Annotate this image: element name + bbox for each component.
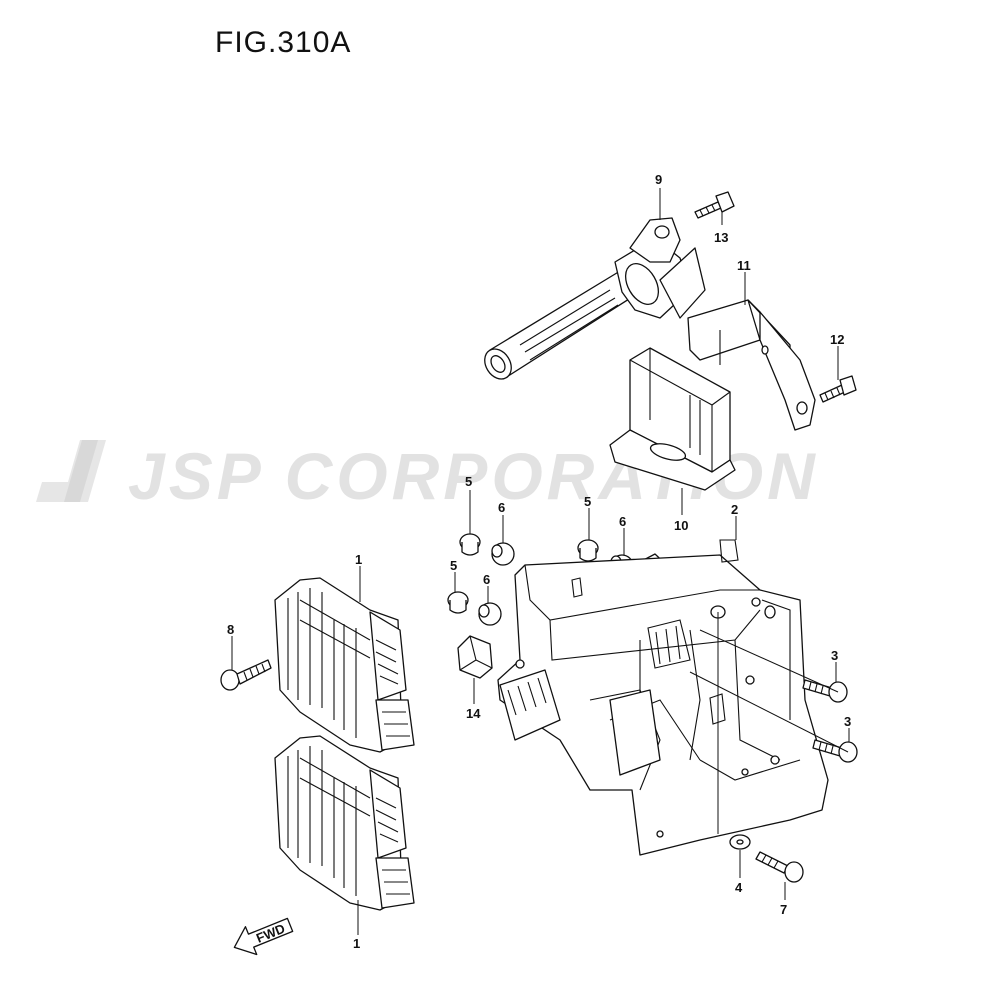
callout-14: 14 bbox=[466, 706, 481, 721]
ignition-coil-part[interactable] bbox=[479, 217, 706, 384]
callout-5-b: 5 bbox=[584, 494, 591, 509]
callout-6-c: 6 bbox=[483, 572, 490, 587]
callout-7: 7 bbox=[780, 902, 787, 917]
collar-part-5b[interactable] bbox=[577, 539, 599, 562]
washer-part-4[interactable] bbox=[729, 834, 751, 850]
figure-title: FIG.310A bbox=[215, 26, 352, 59]
callout-2: 2 bbox=[731, 502, 738, 517]
bolt-part-3a[interactable] bbox=[802, 679, 848, 703]
callout-4: 4 bbox=[735, 880, 743, 895]
callout-1-upper: 1 bbox=[355, 552, 362, 567]
bolt-part-13[interactable] bbox=[694, 191, 735, 219]
fwd-arrow: FWD bbox=[233, 917, 294, 956]
clamp-part-14[interactable] bbox=[457, 635, 493, 679]
callout-8: 8 bbox=[227, 622, 234, 637]
grommet-part-6c[interactable] bbox=[478, 602, 502, 626]
callout-10: 10 bbox=[674, 518, 688, 533]
leader-lines bbox=[231, 188, 850, 935]
callout-6-a: 6 bbox=[498, 500, 505, 515]
callout-11: 11 bbox=[737, 258, 751, 273]
collar-part-5c[interactable] bbox=[447, 591, 469, 614]
bolt-part-7[interactable] bbox=[755, 851, 804, 883]
collar-part-5a[interactable] bbox=[459, 533, 481, 556]
callout-12: 12 bbox=[830, 332, 844, 347]
bolt-part-8[interactable] bbox=[220, 659, 272, 691]
regulator-part-1-lower[interactable] bbox=[274, 735, 415, 911]
coil-cover-part[interactable] bbox=[609, 347, 736, 491]
fwd-label: FWD bbox=[254, 921, 287, 946]
callout-1-lower: 1 bbox=[353, 936, 360, 951]
callout-9: 9 bbox=[655, 172, 662, 187]
callout-3-b: 3 bbox=[844, 714, 851, 729]
grommet-part-6a[interactable] bbox=[491, 542, 515, 566]
mounting-plate-part-2[interactable] bbox=[497, 539, 829, 856]
regulator-part-1-upper[interactable] bbox=[274, 577, 415, 753]
callout-6-b: 6 bbox=[619, 514, 626, 529]
watermark-logo-icon bbox=[36, 440, 106, 502]
callout-13: 13 bbox=[714, 230, 728, 245]
callout-labels: 9 13 11 12 10 5 6 5 6 2 5 6 1 8 14 3 3 4… bbox=[227, 172, 851, 951]
callout-3-a: 3 bbox=[831, 648, 838, 663]
callout-5-c: 5 bbox=[450, 558, 457, 573]
bolt-part-12[interactable] bbox=[819, 375, 857, 403]
callout-5-a: 5 bbox=[465, 474, 472, 489]
coil-bracket-part[interactable] bbox=[687, 299, 816, 431]
